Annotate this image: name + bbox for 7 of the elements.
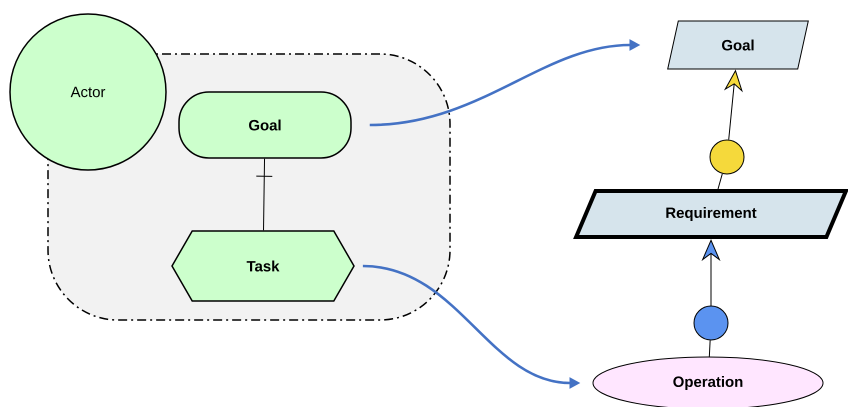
connector-line — [708, 340, 711, 357]
goal-parallelogram: Goal — [667, 20, 809, 70]
connector-line — [718, 173, 723, 190]
connector-line — [256, 158, 273, 231]
connector-circle — [710, 140, 744, 174]
goal-pill: Goal — [178, 91, 352, 159]
connector-circle — [694, 306, 728, 340]
